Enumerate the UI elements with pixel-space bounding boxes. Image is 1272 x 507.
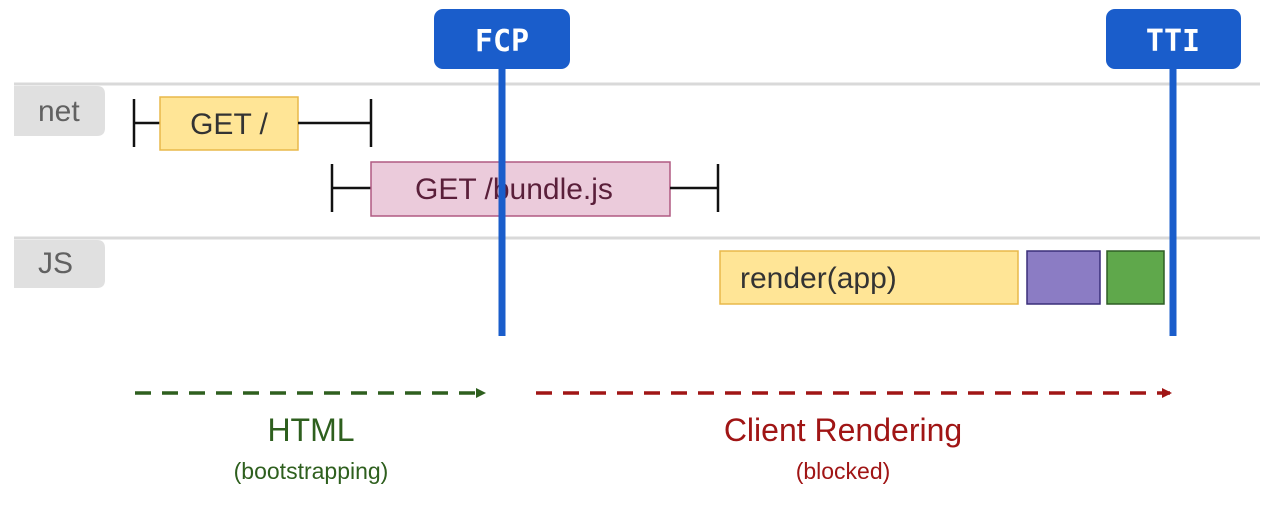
- marker-badge: [1106, 9, 1241, 69]
- task-label: render(app): [740, 262, 897, 295]
- marker-label: TTI: [1146, 24, 1200, 59]
- html-phase-subtitle: (bootstrapping): [234, 458, 389, 484]
- request-get-bundle: GET /bundle.js: [330, 161, 720, 217]
- svg-text:net: net: [38, 95, 80, 128]
- marker-fcp: FCP: [434, 9, 570, 336]
- marker-tti: TTI: [1106, 9, 1241, 336]
- js-task-purple: [1026, 250, 1101, 305]
- request-bar: [159, 96, 299, 151]
- client-rendering-phase-subtitle: (blocked): [796, 458, 891, 484]
- html-phase-title: HTML: [267, 412, 354, 448]
- request-bar: [370, 161, 671, 217]
- client-rendering-phase-title: Client Rendering: [724, 412, 962, 448]
- js-task-render-app: render(app): [719, 250, 1019, 305]
- net-lane-label: net: [14, 86, 105, 136]
- request-get-root: GET /: [132, 96, 373, 151]
- request-label: GET /: [190, 108, 268, 141]
- request-label: GET /bundle.js: [415, 173, 613, 206]
- js-task-green: [1106, 250, 1165, 305]
- marker-label: FCP: [475, 24, 529, 59]
- task-bar: [719, 250, 1019, 305]
- svg-text:JS: JS: [38, 247, 73, 280]
- js-lane-label: JS: [14, 240, 105, 288]
- marker-badge: [434, 9, 570, 69]
